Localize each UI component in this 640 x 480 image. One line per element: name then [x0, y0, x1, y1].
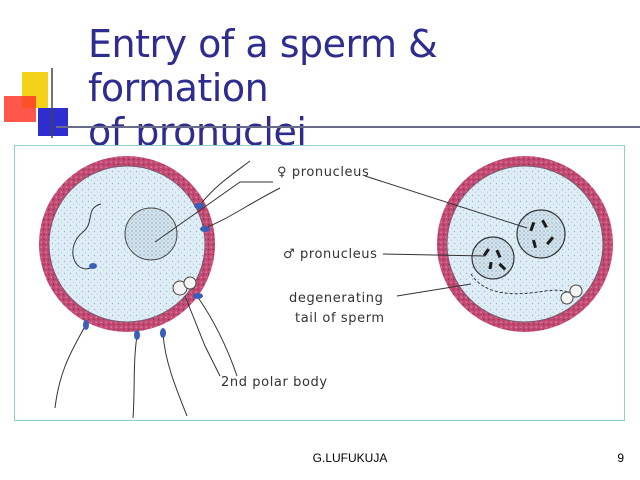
- sperm-tail-inside: [72, 203, 102, 270]
- oocyte-left: [39, 156, 281, 419]
- zygote-right: [437, 156, 613, 332]
- polar-body-left: [172, 276, 197, 296]
- footer-author: G.LUFUKUJA: [312, 451, 388, 465]
- page-number: 9: [617, 451, 624, 465]
- sperm-heads-outer: [83, 203, 210, 340]
- fertilization-diagram: ♀ pronucleus ♂ pronucleus degenerating t…: [14, 145, 625, 421]
- label-male-pronucleus: ♂ pronucleus: [283, 247, 378, 262]
- sperm-head-inside: [89, 263, 97, 269]
- polar-body-right: [560, 284, 583, 305]
- male-pronucleus: [471, 236, 515, 280]
- label-degenerating-line-2: tail of sperm: [295, 311, 385, 326]
- label-degenerating-line-1: degenerating: [289, 291, 383, 306]
- title-underline: [56, 126, 640, 128]
- fertilization-illustration: ♀ pronucleus ♂ pronucleus degenerating t…: [39, 156, 613, 419]
- female-nucleus-left: [124, 207, 178, 261]
- surrounding-sperm: [54, 160, 281, 419]
- slide-title: Entry of a sperm & formation of pronucle…: [88, 22, 628, 154]
- slide-title-line-1: Entry of a sperm & formation: [88, 22, 438, 110]
- label-polar-body: 2nd polar body: [221, 375, 328, 390]
- logo-blue-square: [38, 108, 68, 136]
- logo-red-square: [4, 96, 36, 122]
- label-pointers: [154, 175, 528, 377]
- chromosomes: [482, 219, 555, 271]
- female-pronucleus: [516, 209, 566, 259]
- slide-logo: [4, 68, 68, 138]
- label-female-pronucleus: ♀ pronucleus: [277, 165, 369, 180]
